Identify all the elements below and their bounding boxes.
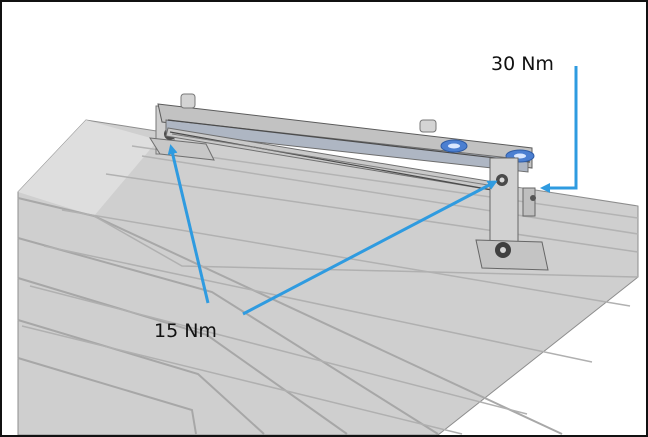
- torque-label-30nm: 30 Nm: [491, 53, 554, 75]
- torque-label-15nm: 15 Nm: [154, 320, 217, 342]
- roof-sheet: [17, 119, 639, 435]
- torque-callouts: [167, 66, 578, 316]
- support-rail: [157, 103, 533, 191]
- module-clamps: [180, 93, 535, 163]
- front-bracket: [475, 157, 549, 271]
